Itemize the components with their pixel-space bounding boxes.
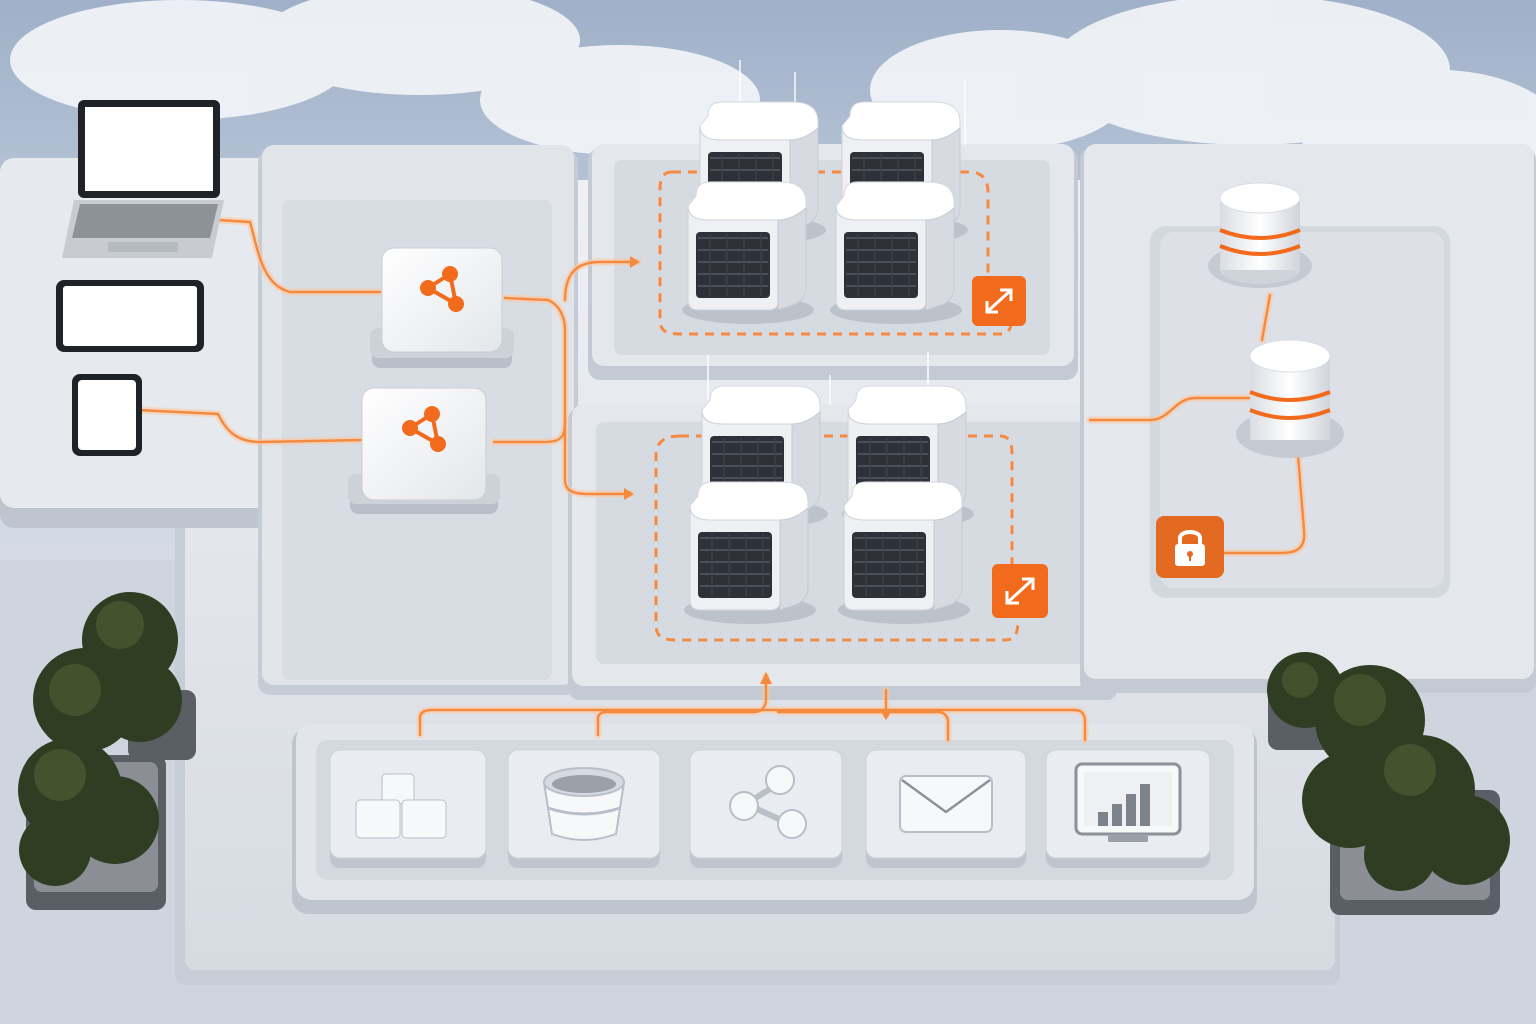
server-grille [852, 532, 926, 598]
expand-arrows-icon [1005, 577, 1035, 605]
network-nodes-icon [729, 765, 807, 839]
database-primary[interactable] [1208, 182, 1312, 288]
service-tile-compute[interactable] [329, 749, 487, 868]
share-nodes-icon [420, 266, 464, 312]
scale-badge-1[interactable] [972, 276, 1026, 326]
bar-chart-icon [1074, 762, 1182, 842]
load-balancer-1[interactable] [370, 247, 514, 368]
tree-planter-right [1267, 652, 1510, 915]
server-cube[interactable] [838, 481, 970, 624]
security-badge[interactable] [1156, 516, 1224, 578]
tree-planter-left [18, 592, 196, 910]
database-replica[interactable] [1236, 339, 1344, 458]
server-cube[interactable] [830, 181, 962, 324]
load-balancer-2[interactable] [348, 387, 500, 514]
client-tablet[interactable] [56, 280, 204, 352]
server-cube[interactable] [682, 181, 814, 324]
expand-arrows-icon [985, 288, 1013, 314]
server-cube[interactable] [684, 481, 816, 624]
service-tile-network-graph[interactable] [689, 749, 843, 868]
service-tile-storage-bucket[interactable] [507, 749, 661, 868]
scaling-boundaries [654, 170, 1020, 642]
servers-layer [682, 101, 974, 624]
client-laptop[interactable] [62, 100, 224, 258]
services-layer [329, 749, 1211, 868]
scale-badge-2[interactable] [992, 564, 1048, 618]
server-grille [698, 532, 772, 598]
share-nodes-icon [402, 406, 446, 452]
server-group-panel-2 [568, 404, 1118, 700]
laptop-screen [85, 107, 213, 191]
server-grille [696, 232, 770, 298]
bucket-icon [542, 767, 626, 841]
connection-lines [134, 216, 1308, 744]
service-tile-monitoring[interactable] [1045, 749, 1211, 868]
server-grille [844, 232, 918, 298]
envelope-icon [899, 775, 993, 833]
lock-icon [1175, 530, 1205, 566]
client-phone[interactable] [72, 374, 142, 456]
service-tile-messaging[interactable] [865, 749, 1027, 868]
cubes-icon [355, 773, 447, 839]
